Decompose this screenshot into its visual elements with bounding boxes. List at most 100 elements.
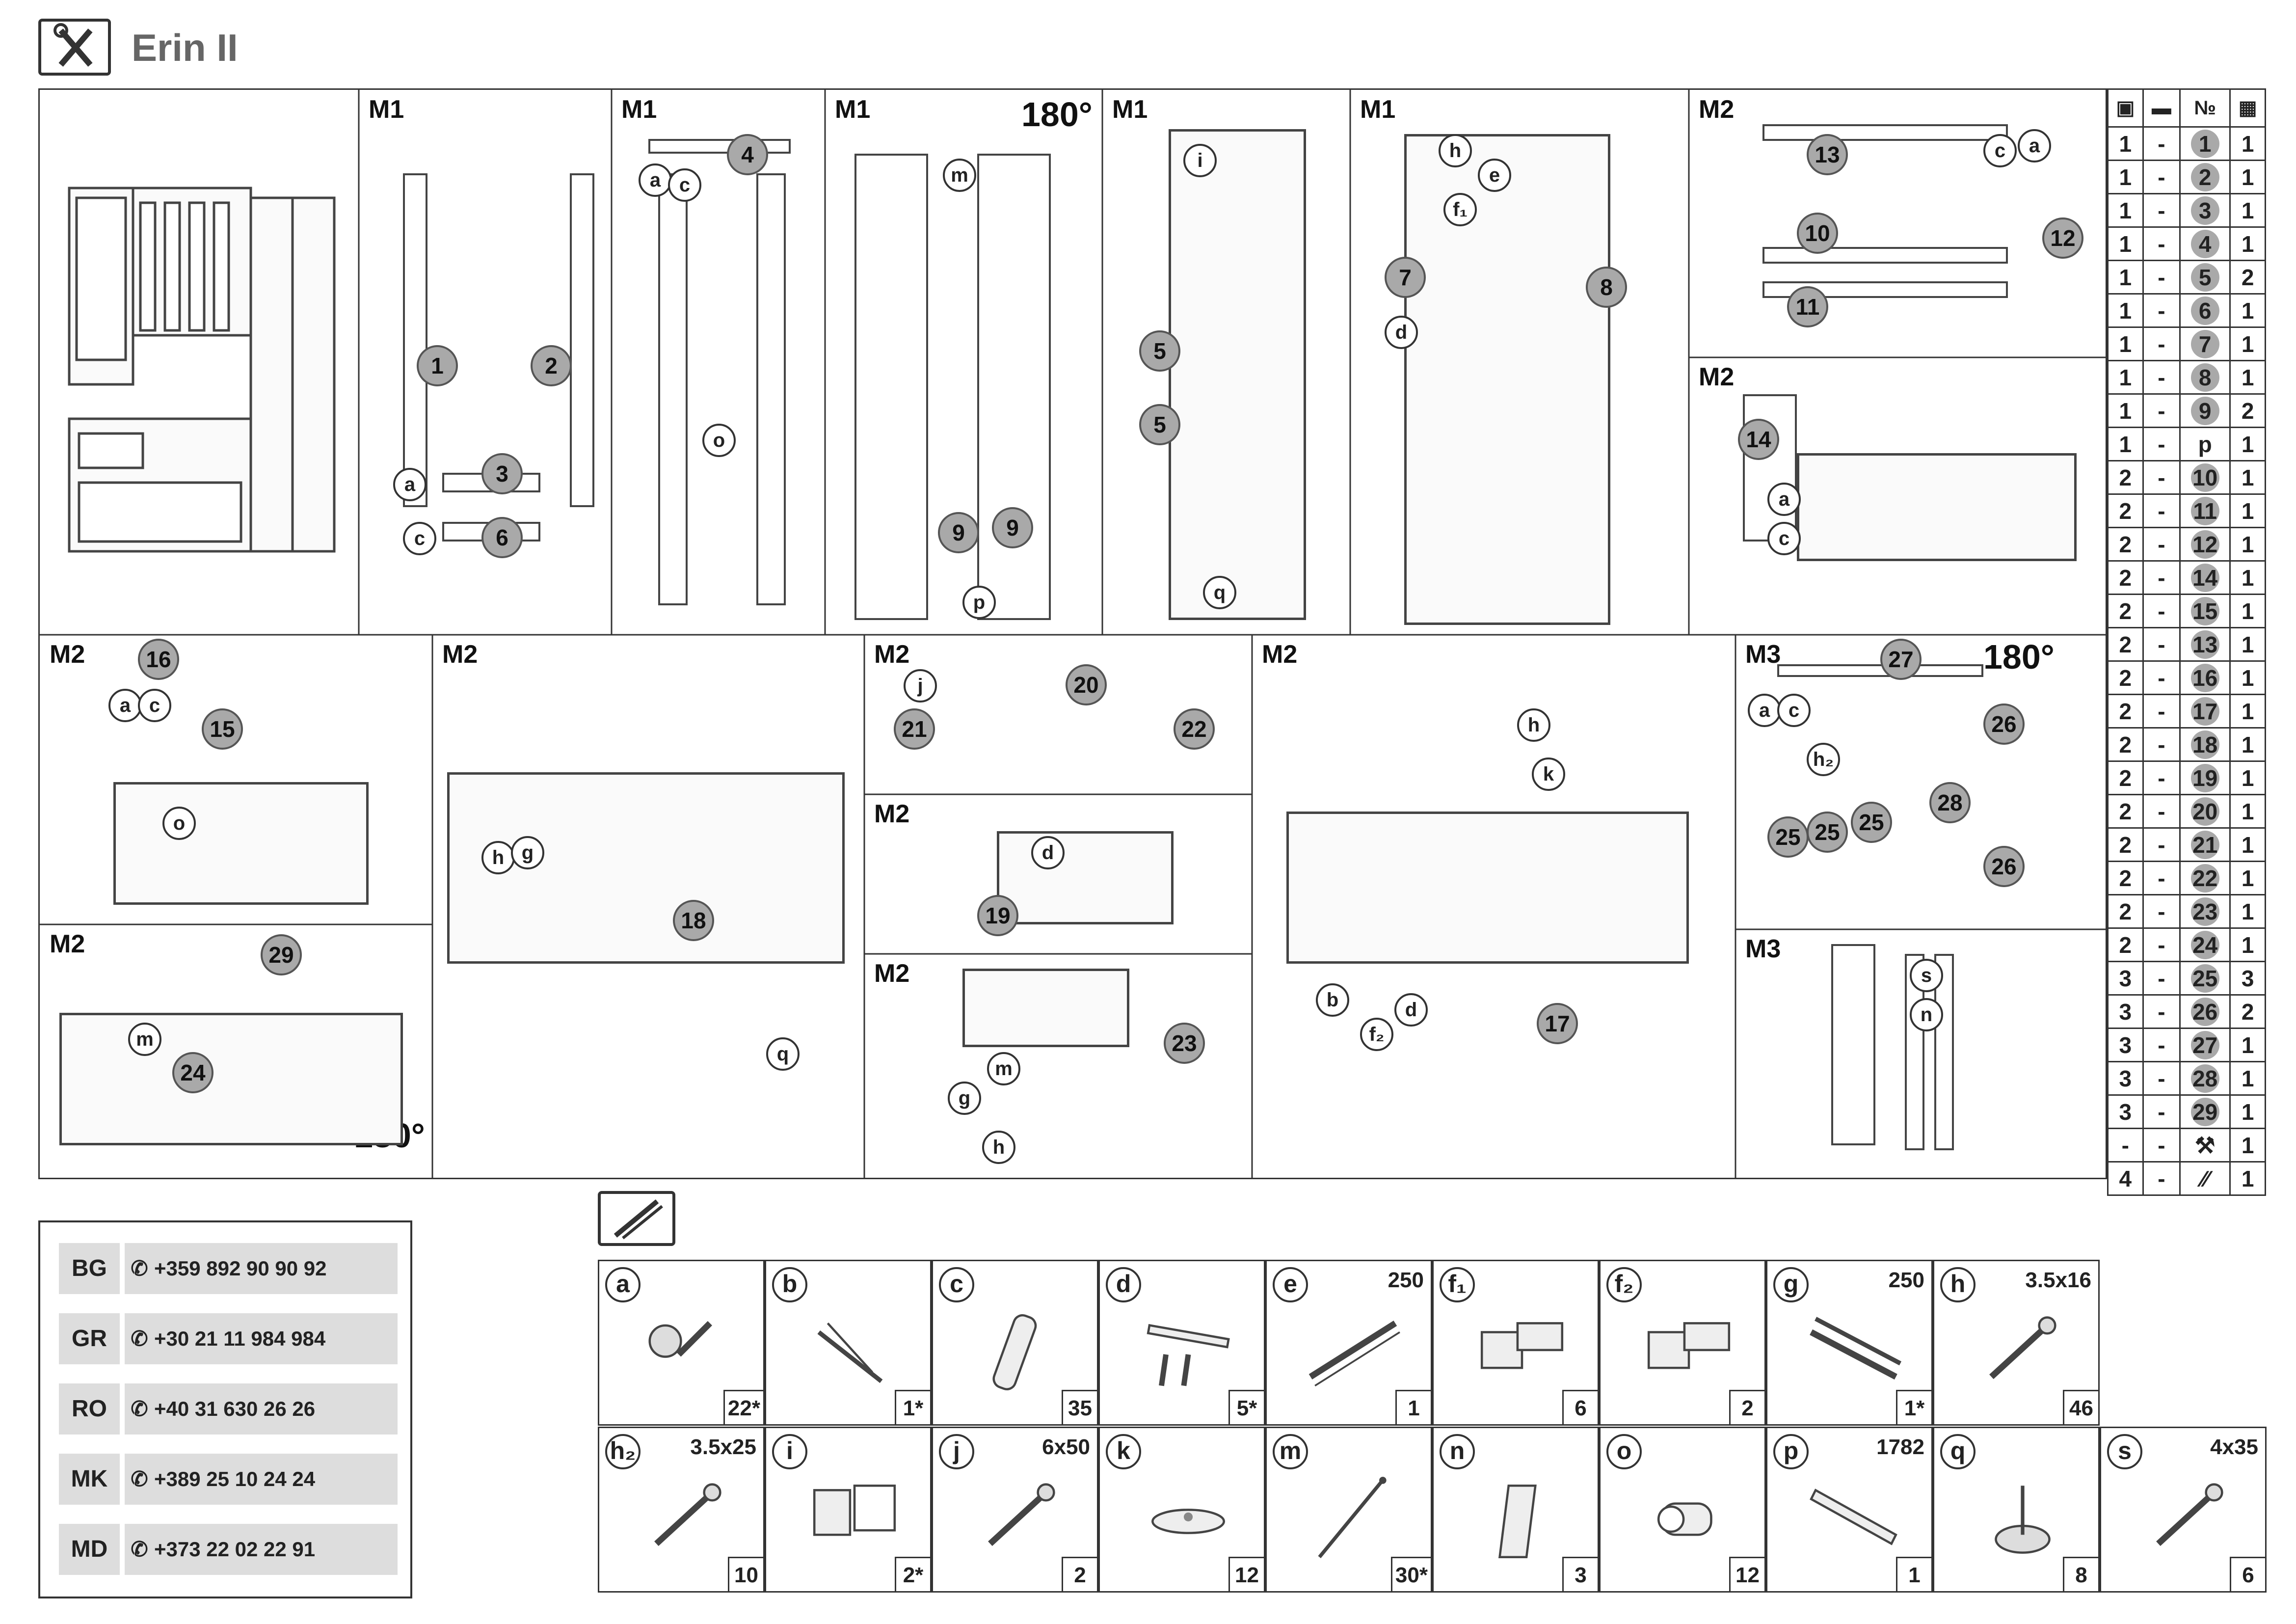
layer-cell: - [2142,1061,2181,1096]
bracket-icon [813,1485,896,1536]
box-cell: 1 [2107,360,2144,395]
fastener-label: a [1748,694,1781,727]
panel-illustration [403,173,427,507]
tools-icon [38,19,111,76]
part-number: 25 [2190,964,2219,993]
drawer-slide-icon [1810,1317,1902,1380]
part-number: 26 [1983,846,2025,887]
layer-cell: - [2142,427,2181,461]
phone-number[interactable]: ✆+40 31 630 26 26 [125,1383,398,1435]
fastener-label: k [1532,758,1565,791]
part-number-cell: 5 [2179,260,2231,295]
fastener-label: i [1183,144,1217,177]
mirror-illustration [1831,944,1875,1145]
box-cell: 3 [2107,1061,2144,1096]
step-label: M2 [1699,95,1735,124]
phone-number[interactable]: ✆+359 892 90 90 92 [125,1243,398,1294]
fastener-label: g [511,836,544,869]
page-title: Erin II [132,26,238,69]
part-number: 5 [2190,263,2219,292]
fastener-label: o [162,807,196,840]
qty-cell: 1 [2229,293,2266,328]
parts-row: 4-∕∕1 [2107,1161,2266,1196]
layer-cell: - [2142,627,2181,662]
hardware-qty: 1* [1896,1390,1931,1424]
part-number-cell: 12 [2179,527,2231,562]
fastener-label: h [1439,134,1472,167]
layer-cell: - [2142,994,2181,1029]
layer-cell: - [2142,1161,2181,1196]
step-label: M3 [1745,935,1781,963]
hardware-letter: d [1106,1267,1141,1302]
cabinet-illustration [59,1013,403,1145]
hardware-letter: c [939,1267,974,1302]
layer-cell: - [2142,360,2181,395]
part-number-cell: 1 [2179,126,2231,161]
parts-row: --⚒1 [2107,1128,2266,1163]
qty-cell: 1 [2229,1161,2266,1196]
fastener-label: e [1478,159,1511,192]
part-number: 5 [1139,330,1180,372]
part-number: 3 [2190,196,2219,225]
part-number: 16 [2190,663,2219,692]
fastener-label: a [1767,483,1801,516]
fastener-label: q [1203,576,1236,609]
part-number: 8 [1586,267,1627,308]
hardware-qty: 30* [1390,1557,1431,1591]
box-cell: 2 [2107,927,2144,962]
country-code: GR [59,1313,120,1364]
qty-cell: 1 [2229,326,2266,361]
part-number-cell: 9 [2179,393,2231,428]
fastener-label: c [1767,522,1801,555]
part-number-cell: 22 [2179,861,2231,895]
step-label: M2 [1262,640,1298,669]
qty-cell: 1 [2229,827,2266,862]
part-number: 9 [938,512,979,553]
part-number: 19 [977,895,1018,936]
hardware-item: d 5* [1098,1260,1265,1426]
part-number: 8 [2190,363,2219,392]
part-number-cell: 29 [2179,1094,2231,1129]
layer-cell: - [2142,1128,2181,1163]
panel-illustration [756,173,786,605]
qty-cell: 1 [2229,1094,2266,1129]
part-number-cell: 28 [2179,1061,2231,1096]
hardware-qty: 12 [1729,1557,1764,1591]
part-number-cell: 14 [2179,560,2231,595]
part-number: 11 [2190,496,2219,525]
part-number: 9 [992,507,1033,548]
hardware-qty: 6 [2230,1557,2265,1591]
phone-number[interactable]: ✆+373 22 02 22 91 [125,1524,398,1575]
part-number: 15 [202,708,243,750]
step-label: M1 [1360,95,1396,124]
hardware-icon [598,1191,675,1246]
layer-cell: - [2142,126,2181,161]
part-number-cell: 3 [2179,193,2231,228]
hardware-qty: 5* [1228,1390,1264,1424]
part-number: 1 [2190,129,2219,158]
part-number: 25 [1851,802,1892,843]
rotate-180-indicator: 180° [1983,638,2055,676]
qty-cell: 1 [2229,894,2266,929]
handles-icon: ∕∕ [2179,1161,2231,1196]
box-cell: 2 [2107,794,2144,829]
part-number: 18 [2190,730,2219,759]
phone-number[interactable]: ✆+389 25 10 24 24 [125,1454,398,1505]
layer-cell: - [2142,694,2181,729]
step-grid-lines [40,90,2106,1178]
phone-number[interactable]: ✆+30 21 11 984 984 [125,1313,398,1364]
